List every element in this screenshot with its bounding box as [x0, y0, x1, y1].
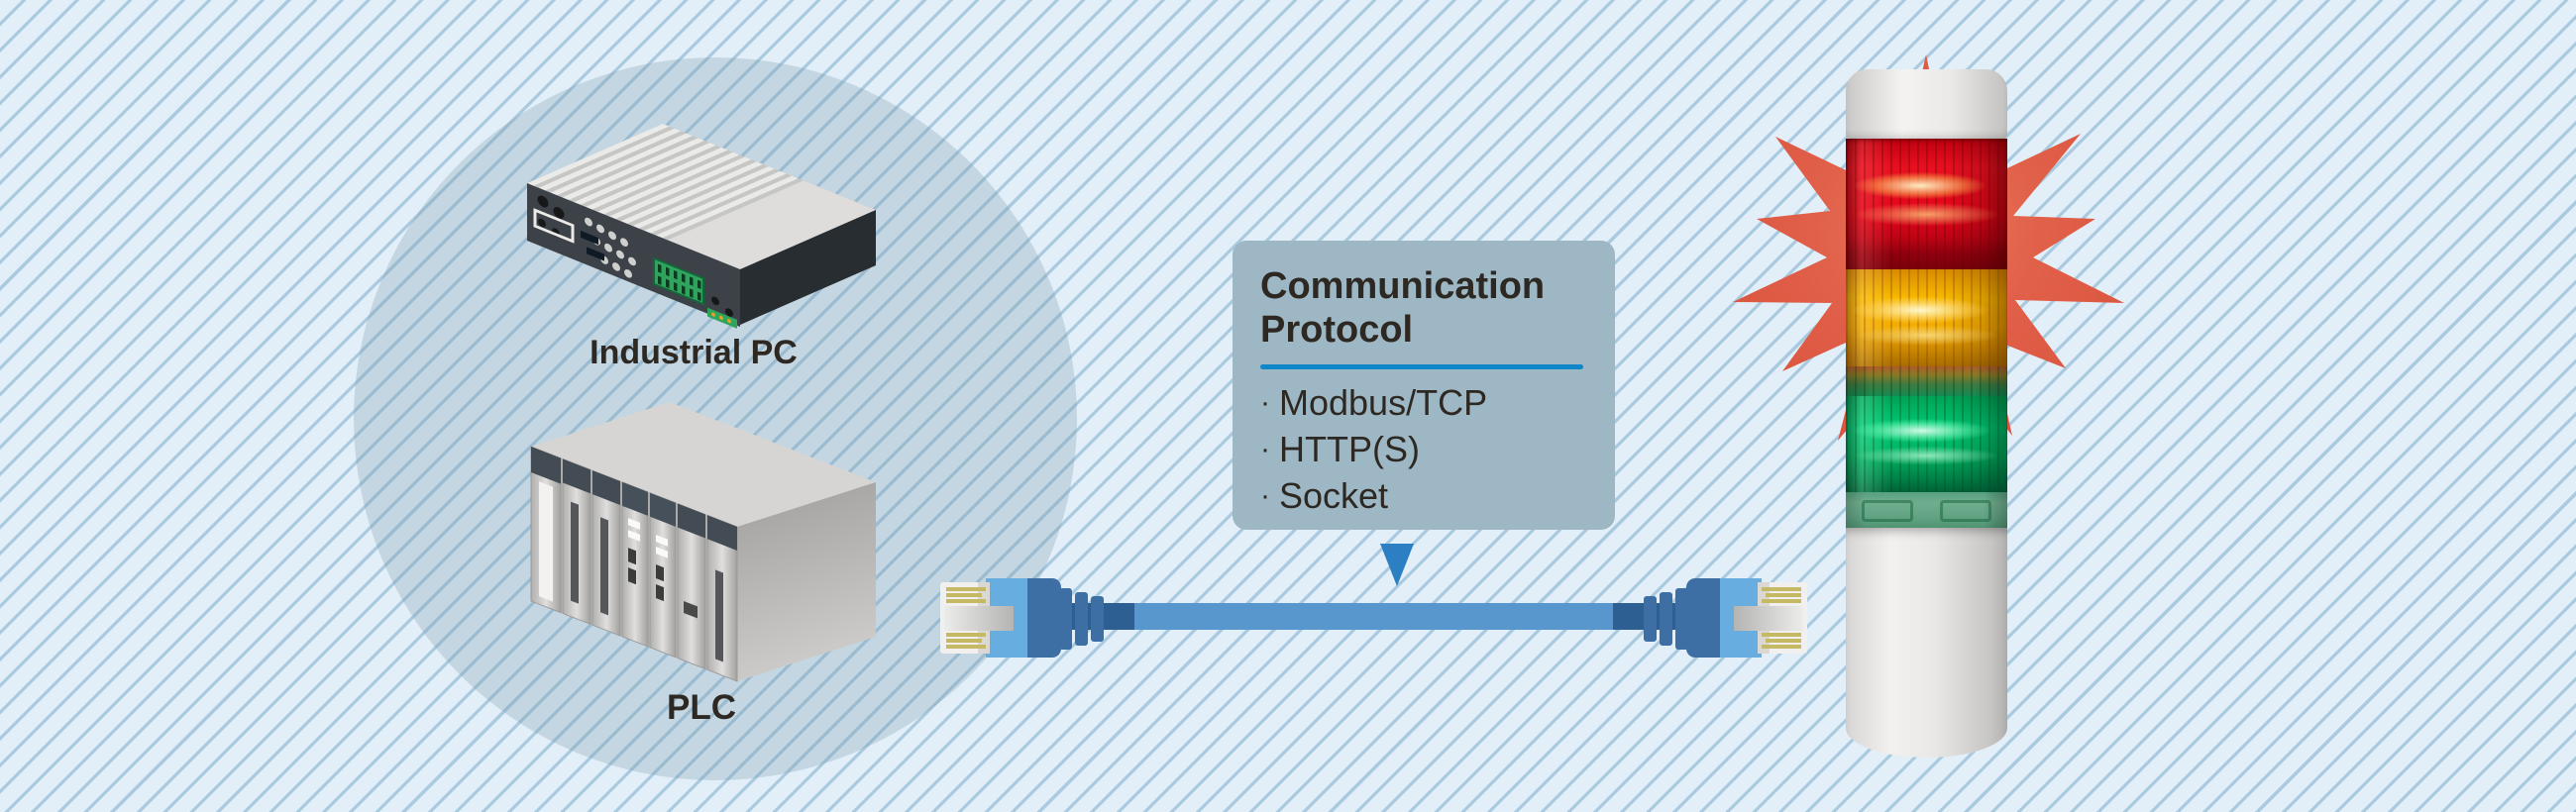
tower-cap — [1846, 69, 2007, 139]
protocol-list: ·Modbus/TCP ·HTTP(S) ·Socket — [1260, 379, 1587, 519]
tower-segment-green — [1846, 396, 2007, 492]
rj45-connector-icon — [1613, 578, 1807, 658]
tower-segment-red — [1846, 139, 2007, 269]
arrow-down-icon — [1380, 544, 1414, 586]
bullet-icon: · — [1260, 478, 1270, 512]
plc-illustration — [530, 402, 876, 682]
bullet-icon: · — [1260, 385, 1270, 419]
protocol-title: Communication Protocol — [1260, 265, 1546, 351]
plc-label: PLC — [667, 688, 736, 727]
protocol-item: ·HTTP(S) — [1260, 428, 1420, 469]
protocol-callout-box: Communication Protocol ·Modbus/TCP ·HTTP… — [1233, 241, 1615, 530]
rj45-connector-icon — [940, 578, 1134, 658]
industrial-pc-label: Industrial PC — [590, 334, 798, 371]
tower-segment-amber — [1846, 269, 2007, 366]
protocol-divider — [1260, 364, 1583, 369]
tower-stack — [1846, 69, 2007, 758]
industrial-pc-illustration — [527, 124, 877, 329]
tower-segment-green-base — [1846, 492, 2007, 528]
signal-tower-illustration — [1733, 54, 2124, 758]
protocol-item: ·Socket — [1260, 474, 1389, 516]
protocol-item: ·Modbus/TCP — [1260, 381, 1488, 423]
tower-pole-body — [1846, 528, 2007, 758]
ethernet-cable-icon — [1110, 603, 1630, 630]
bullet-icon: · — [1260, 432, 1270, 465]
tower-segment-joint — [1846, 366, 2007, 396]
